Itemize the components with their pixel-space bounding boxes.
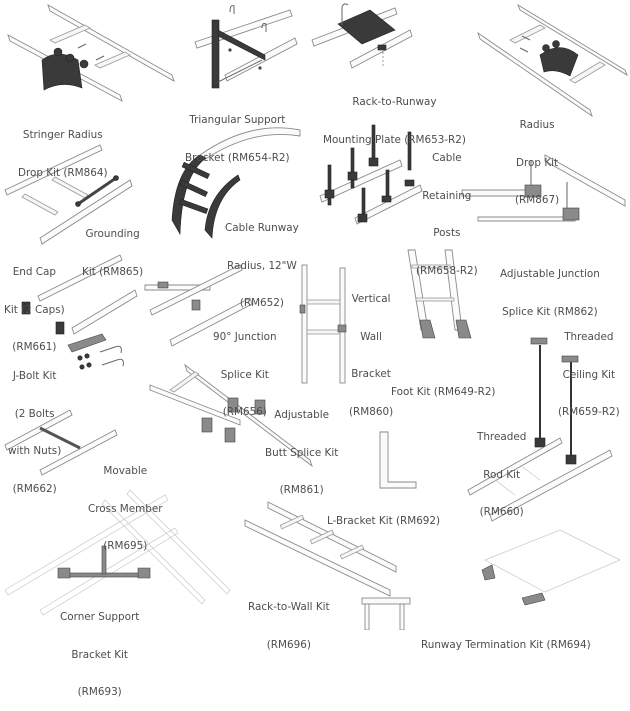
- label-line: Stringer Radius: [22, 129, 103, 141]
- triangular-support-bracket-illustration: [194, 5, 298, 89]
- label-line: (RM861): [279, 484, 324, 496]
- label-line: Bracket Kit: [71, 648, 128, 661]
- label-foot-kit: Foot Kit (RM649-R2): [391, 361, 495, 411]
- label-line: Corner Support: [60, 611, 140, 623]
- label-line: Drop Kit: [516, 156, 559, 169]
- end-cap-kit-illustration: [21, 254, 138, 335]
- label-line: Movable: [103, 465, 148, 477]
- label-line: (RM662): [12, 482, 57, 495]
- junction-splice-kit-90-illustration: [144, 264, 253, 347]
- grounding-kit-illustration: [4, 144, 133, 245]
- label-line: Radius, 12"W: [227, 259, 297, 272]
- corner-support-bracket-kit-illustration: [4, 489, 231, 616]
- runway-termination-kit-illustration: [481, 529, 621, 606]
- label-line: Butt Splice Kit: [265, 446, 339, 459]
- label-line: Wall: [360, 330, 382, 343]
- label-line: (RM693): [77, 686, 122, 698]
- label-l-bracket-kit: L-Bracket Kit (RM692): [327, 490, 440, 540]
- l-bracket-kit-illustration: [379, 431, 417, 489]
- label-line: (RM660): [479, 506, 524, 518]
- label-adjustable-butt-splice-kit: Adjustable Butt Splice Kit (RM861): [265, 384, 338, 509]
- label-grounding-kit: Grounding Kit (RM865): [82, 203, 143, 291]
- label-triangular-support-bracket: Triangular Support Bracket (RM654-R2): [185, 89, 290, 177]
- adjustable-junction-splice-kit-illustration: [461, 154, 626, 222]
- label-line: Mounting Plate (RM653-R2): [323, 133, 466, 146]
- movable-cross-member-illustration: [4, 409, 118, 476]
- label-line: Triangular Support: [189, 114, 286, 126]
- j-bolt-kit-illustration: [67, 333, 124, 370]
- label-line: (RM695): [103, 540, 148, 552]
- rack-to-wall-kit-illustration: [244, 501, 411, 630]
- label-stringer-radius-drop-kit: Stringer Radius Drop Kit (RM864): [18, 104, 108, 192]
- label-movable-cross-member: Movable Cross Member (RM695): [88, 440, 163, 565]
- label-line: Cable: [432, 152, 462, 164]
- stringer-radius-drop-kit-illustration: [7, 4, 175, 102]
- label-line: (RM658-R2): [416, 264, 478, 277]
- label-line: (RM860): [349, 405, 394, 418]
- label-line: 90° Junction: [213, 331, 277, 343]
- label-line: Vertical: [351, 293, 391, 305]
- label-line: L-Bracket Kit (RM692): [327, 515, 441, 527]
- label-line: Threaded: [564, 331, 614, 343]
- label-line: (2 Bolts: [14, 407, 55, 420]
- label-line: Splice Kit: [220, 368, 269, 381]
- label-line: J-Bolt Kit: [12, 370, 57, 382]
- radius-drop-kit-illustration: [477, 3, 628, 118]
- label-line: (RM661): [12, 341, 57, 353]
- label-line: (RM652): [239, 297, 284, 309]
- label-line: (RM656): [222, 406, 267, 418]
- label-line: Threaded: [477, 431, 527, 443]
- label-line: Adjustable Junction: [500, 268, 600, 280]
- label-line: (RM659-R2): [558, 406, 620, 418]
- label-line: Rack-to-Wall Kit: [248, 601, 330, 613]
- label-runway-termination-kit: Runway Termination Kit (RM694): [421, 614, 591, 664]
- label-cable-retaining-posts: Cable Retaining Posts (RM658-R2): [416, 127, 478, 290]
- label-rack-to-wall-kit: Rack-to-Wall Kit (RM696): [248, 576, 330, 664]
- label-vertical-wall-bracket: Vertical Wall Bracket (RM860): [349, 268, 393, 431]
- foot-kit-illustration: [407, 249, 472, 339]
- label-line: Grounding: [85, 228, 140, 240]
- label-junction-splice-kit-90: 90° Junction Splice Kit (RM656): [213, 306, 277, 431]
- label-line: Rod Kit: [483, 468, 521, 481]
- label-line: Cross Member: [88, 502, 163, 515]
- label-threaded-rod-kit: Threaded Rod Kit (RM660): [477, 406, 526, 531]
- label-cable-runway-radius: Cable Runway Radius, 12"W (RM652): [225, 197, 299, 322]
- label-line: Runway Termination Kit (RM694): [421, 639, 591, 651]
- label-threaded-ceiling-kit: Threaded Ceiling Kit (RM659-R2): [558, 306, 620, 431]
- cable-retaining-posts-illustration: [319, 124, 423, 225]
- label-line: Splice Kit (RM862): [502, 305, 598, 318]
- accessories-illustration: [4, 3, 628, 630]
- label-j-bolt-kit: J-Bolt Kit (2 Bolts with Nuts) (RM662): [8, 345, 61, 508]
- label-line: Drop Kit (RM864): [18, 166, 108, 179]
- label-line: (RM696): [266, 638, 311, 651]
- cable-runway-radius-illustration: [171, 127, 301, 239]
- label-line: Bracket: [351, 368, 391, 380]
- label-line: Posts: [433, 227, 461, 239]
- label-line: (RM867): [515, 194, 560, 206]
- rack-to-runway-mounting-plate-illustration: [311, 3, 413, 69]
- label-corner-support-bracket-kit: Corner Support Bracket Kit (RM693): [60, 586, 139, 711]
- label-line: Bracket (RM654-R2): [185, 151, 290, 164]
- label-end-cap-kit: End Cap Kit (2 Caps) (RM661): [4, 241, 65, 366]
- label-rack-to-runway-mounting-plate: Rack-to-Runway Mounting Plate (RM653-R2): [323, 71, 466, 159]
- label-line: Kit (RM865): [82, 265, 144, 278]
- label-line: Cable Runway: [225, 222, 299, 234]
- label-line: Rack-to-Runway: [352, 96, 437, 108]
- label-adjustable-junction-splice-kit: Adjustable Junction Splice Kit (RM862): [500, 243, 600, 331]
- label-line: Foot Kit (RM649-R2): [391, 386, 496, 398]
- label-line: End Cap: [12, 266, 56, 278]
- label-line: Ceiling Kit: [562, 368, 616, 381]
- label-line: Radius: [519, 119, 555, 131]
- label-line: Retaining: [422, 189, 472, 202]
- threaded-rod-illustration: [467, 337, 613, 522]
- label-line: with Nuts): [8, 445, 62, 457]
- adjustable-butt-splice-kit-illustration: [149, 363, 313, 468]
- vertical-wall-bracket-illustration: [299, 264, 347, 384]
- label-radius-drop-kit: Radius Drop Kit (RM867): [515, 94, 559, 219]
- label-line: Kit (2 Caps): [4, 303, 65, 316]
- label-line: Adjustable: [274, 409, 330, 421]
